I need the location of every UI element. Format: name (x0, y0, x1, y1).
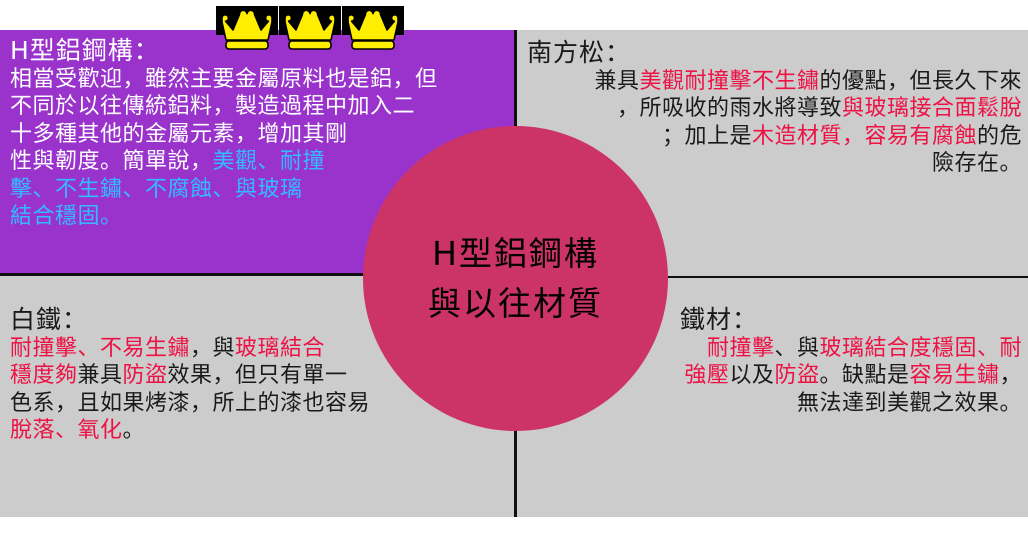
plain-text: 效果，但只有單一 (167, 363, 348, 388)
text-line: 無法達到美觀之效果。 (630, 390, 1022, 418)
highlight-text: 防盜 (122, 363, 168, 388)
southern-pine-body: 兼具美觀耐撞擊不生鏽的優點，但長久下來，所吸收的雨水將導致與玻璃接合面鬆脫；加上… (527, 68, 1022, 178)
centre-title-line-2: 與以往材質 (428, 283, 603, 323)
horizontal-divider-right (517, 276, 1028, 278)
highlight-text: 穩度夠 (10, 363, 78, 388)
crown-icon (284, 9, 336, 50)
plain-text: 、與 (774, 335, 820, 361)
highlight-text: 耐撞擊 (706, 335, 775, 361)
plain-text: 相當受歡迎，雖然主要金屬原料也是鋁，但 (10, 66, 438, 92)
plain-text: 十多種其他的金屬元素，增加其剛 (10, 121, 348, 147)
iron-body: 耐撞擊、與玻璃結合度穩固、耐強壓以及防盜。缺點是容易生鏽，無法達到美觀之效果。 (630, 335, 1022, 418)
quadrant-iron: 鐵材： 耐撞擊、與玻璃結合度穩固、耐強壓以及防盜。缺點是容易生鏽，無法達到美觀之… (630, 305, 1022, 417)
text-line: ，所吸收的雨水將導致與玻璃接合面鬆脫 (527, 95, 1022, 123)
highlight-text: 玻璃結合 (235, 335, 326, 361)
highlight-text: 玻璃結合度穩固、耐 (819, 335, 1022, 361)
galvanised-iron-body: 耐撞擊、不易生鏽，與玻璃結合穩度夠兼具防盜效果，但只有單一色系，且如果烤漆，所上… (10, 335, 430, 445)
highlight-text: 容易生鏽 (909, 363, 1000, 388)
text-line: 耐撞擊、不易生鏽，與玻璃結合 (10, 335, 430, 363)
text-line: 結合穩固。 (10, 203, 500, 231)
text-line: 擊、不生鏽、不腐蝕、與玻璃 (10, 176, 500, 204)
highlight-text: 防盜 (774, 363, 820, 388)
plain-text: 色系，且如果烤漆，所上的漆也容易 (10, 390, 371, 416)
plain-text: ；加上是 (661, 123, 752, 149)
h-steel-body: 相當受歡迎，雖然主要金屬原料也是鋁，但不同於以往傳統鋁料，製造過程中加入二十多種… (10, 66, 500, 231)
highlight-text: 強壓 (684, 363, 730, 388)
iron-title: 鐵材： (680, 305, 759, 334)
quadrant-galvanised-iron: 白鐵： 耐撞擊、不易生鏽，與玻璃結合穩度夠兼具防盜效果，但只有單一色系，且如果烤… (10, 305, 430, 445)
h-steel-panel-underline (0, 273, 514, 276)
plain-text: 兼具 (594, 68, 640, 94)
text-line: 色系，且如果烤漆，所上的漆也容易 (10, 390, 430, 418)
plain-text: 性與韌度。簡單說， (10, 149, 213, 174)
plain-text: 不同於以往傳統鋁料，製造過程中加入二 (10, 94, 416, 119)
highlight-text: 與玻璃接合面鬆脫 (841, 96, 1022, 121)
text-line: 性與韌度。簡單說，美觀、耐撞 (10, 148, 500, 176)
text-line: 相當受歡迎，雖然主要金屬原料也是鋁，但 (10, 66, 500, 94)
highlight-text: 木造材質，容易有腐蝕 (751, 123, 977, 149)
highlight-text: 結合穩固。 (10, 204, 123, 229)
text-line: 兼具美觀耐撞擊不生鏽的優點，但長久下來 (527, 68, 1022, 96)
plain-text: ，所吸收的雨水將導致 (616, 96, 842, 121)
quadrant-southern-pine: 南方松： 兼具美觀耐撞擊不生鏽的優點，但長久下來，所吸收的雨水將導致與玻璃接合面… (527, 38, 1022, 178)
text-line: 強壓以及防盜。缺點是容易生鏽， (630, 362, 1022, 390)
centre-title-line-1: H型鋁鋼構 (432, 234, 599, 273)
crown-icon (221, 9, 273, 50)
text-line: 十多種其他的金屬元素，增加其剛 (10, 121, 500, 149)
highlight-text: 美觀、耐撞 (212, 149, 326, 174)
text-line: 耐撞擊、與玻璃結合度穩固、耐 (630, 335, 1022, 363)
text-line: 穩度夠兼具防盜效果，但只有單一 (10, 362, 430, 390)
plain-text: 險存在。 (931, 151, 1022, 176)
text-line: ；加上是木造材質，容易有腐蝕的危 (527, 123, 1022, 151)
text-line: 脫落、氧化。 (10, 417, 430, 445)
highlight-text: 脫落、氧化 (10, 418, 123, 443)
plain-text: 。缺點是 (819, 363, 910, 388)
plain-text: 。 (122, 418, 146, 443)
quadrant-h-steel: H型鋁鋼構： 相當受歡迎，雖然主要金屬原料也是鋁，但不同於以往傳統鋁料，製造過程… (10, 36, 500, 231)
crown-icon (347, 9, 399, 50)
plain-text: 的危 (976, 123, 1022, 149)
plain-text: ，與 (190, 335, 236, 361)
centre-circle: H型鋁鋼構 與以往材質 (363, 126, 668, 431)
highlight-text: 擊、不生鏽、不腐蝕、與玻璃 (10, 176, 303, 202)
text-line: 險存在。 (527, 150, 1022, 178)
galvanised-iron-title: 白鐵： (10, 305, 89, 334)
plain-text: 無法達到美觀之效果。 (796, 390, 1022, 416)
plain-text: 兼具 (77, 363, 123, 388)
text-line: 不同於以往傳統鋁料，製造過程中加入二 (10, 93, 500, 121)
highlight-text: 美觀耐撞擊不生鏽 (639, 68, 820, 94)
highlight-text: 耐撞擊、不易生鏽 (10, 335, 191, 361)
plain-text: 以及 (729, 363, 775, 388)
plain-text: 的優點，但長久下來 (819, 68, 1022, 94)
southern-pine-title: 南方松： (527, 38, 632, 67)
h-steel-title: H型鋁鋼構： (10, 36, 160, 65)
plain-text: ， (999, 363, 1022, 388)
